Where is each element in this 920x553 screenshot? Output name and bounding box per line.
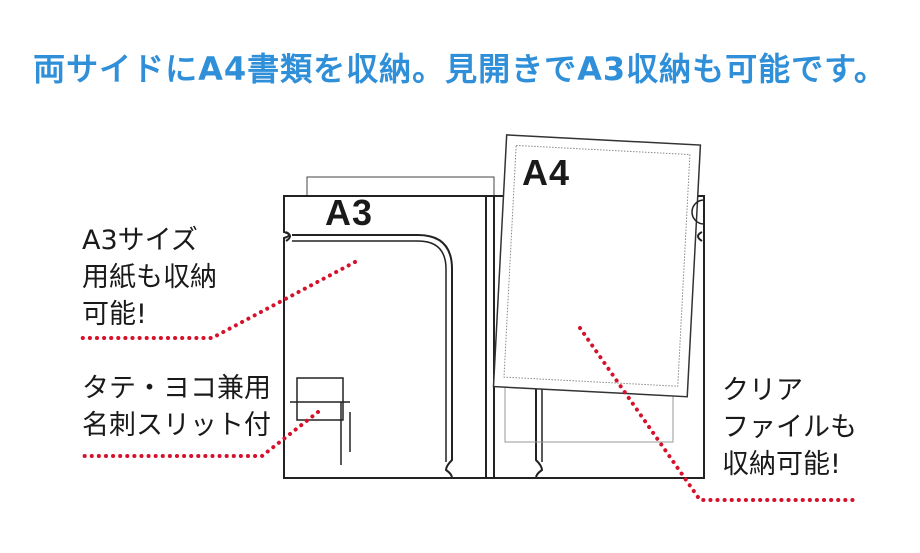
headline: 両サイドにA4書類を収納。見開きでA3収納も可能です。 — [33, 50, 887, 88]
leader-clearfile — [578, 326, 857, 502]
leader-slit — [76, 410, 320, 458]
a4-label: A4 — [522, 152, 571, 193]
callout-clear-line-1: クリア — [722, 375, 803, 406]
thumb-notch — [691, 196, 705, 225]
callout-slit-line-2: 名刺スリット付 — [82, 410, 271, 441]
left-pocket-edge — [285, 231, 453, 479]
card-slit-pocket — [296, 377, 344, 421]
callout-a3-line-1: A3サイズ — [82, 225, 198, 256]
callout-clear-line-3: 収納可能! — [722, 449, 841, 480]
callout-clear-line-2: ファイルも — [722, 412, 857, 443]
callout-card-slit: タテ・ヨコ兼用 名刺スリット付 — [82, 370, 271, 444]
a4-sheet — [492, 134, 702, 398]
left-pocket-edge-inner — [292, 240, 447, 462]
callout-a3-paper: A3サイズ 用紙も収納 可能! — [82, 222, 217, 333]
callout-a3-line-2: 用紙も収納 — [82, 262, 217, 293]
callout-slit-line-1: タテ・ヨコ兼用 — [82, 373, 271, 404]
callout-clear-file: クリア ファイルも 収納可能! — [722, 372, 857, 483]
leader-a3 — [76, 260, 357, 340]
a3-label: A3 — [325, 192, 374, 233]
card-slit-vertical — [290, 401, 350, 465]
leader-lines — [76, 260, 857, 502]
callout-a3-line-3: 可能! — [82, 299, 147, 330]
